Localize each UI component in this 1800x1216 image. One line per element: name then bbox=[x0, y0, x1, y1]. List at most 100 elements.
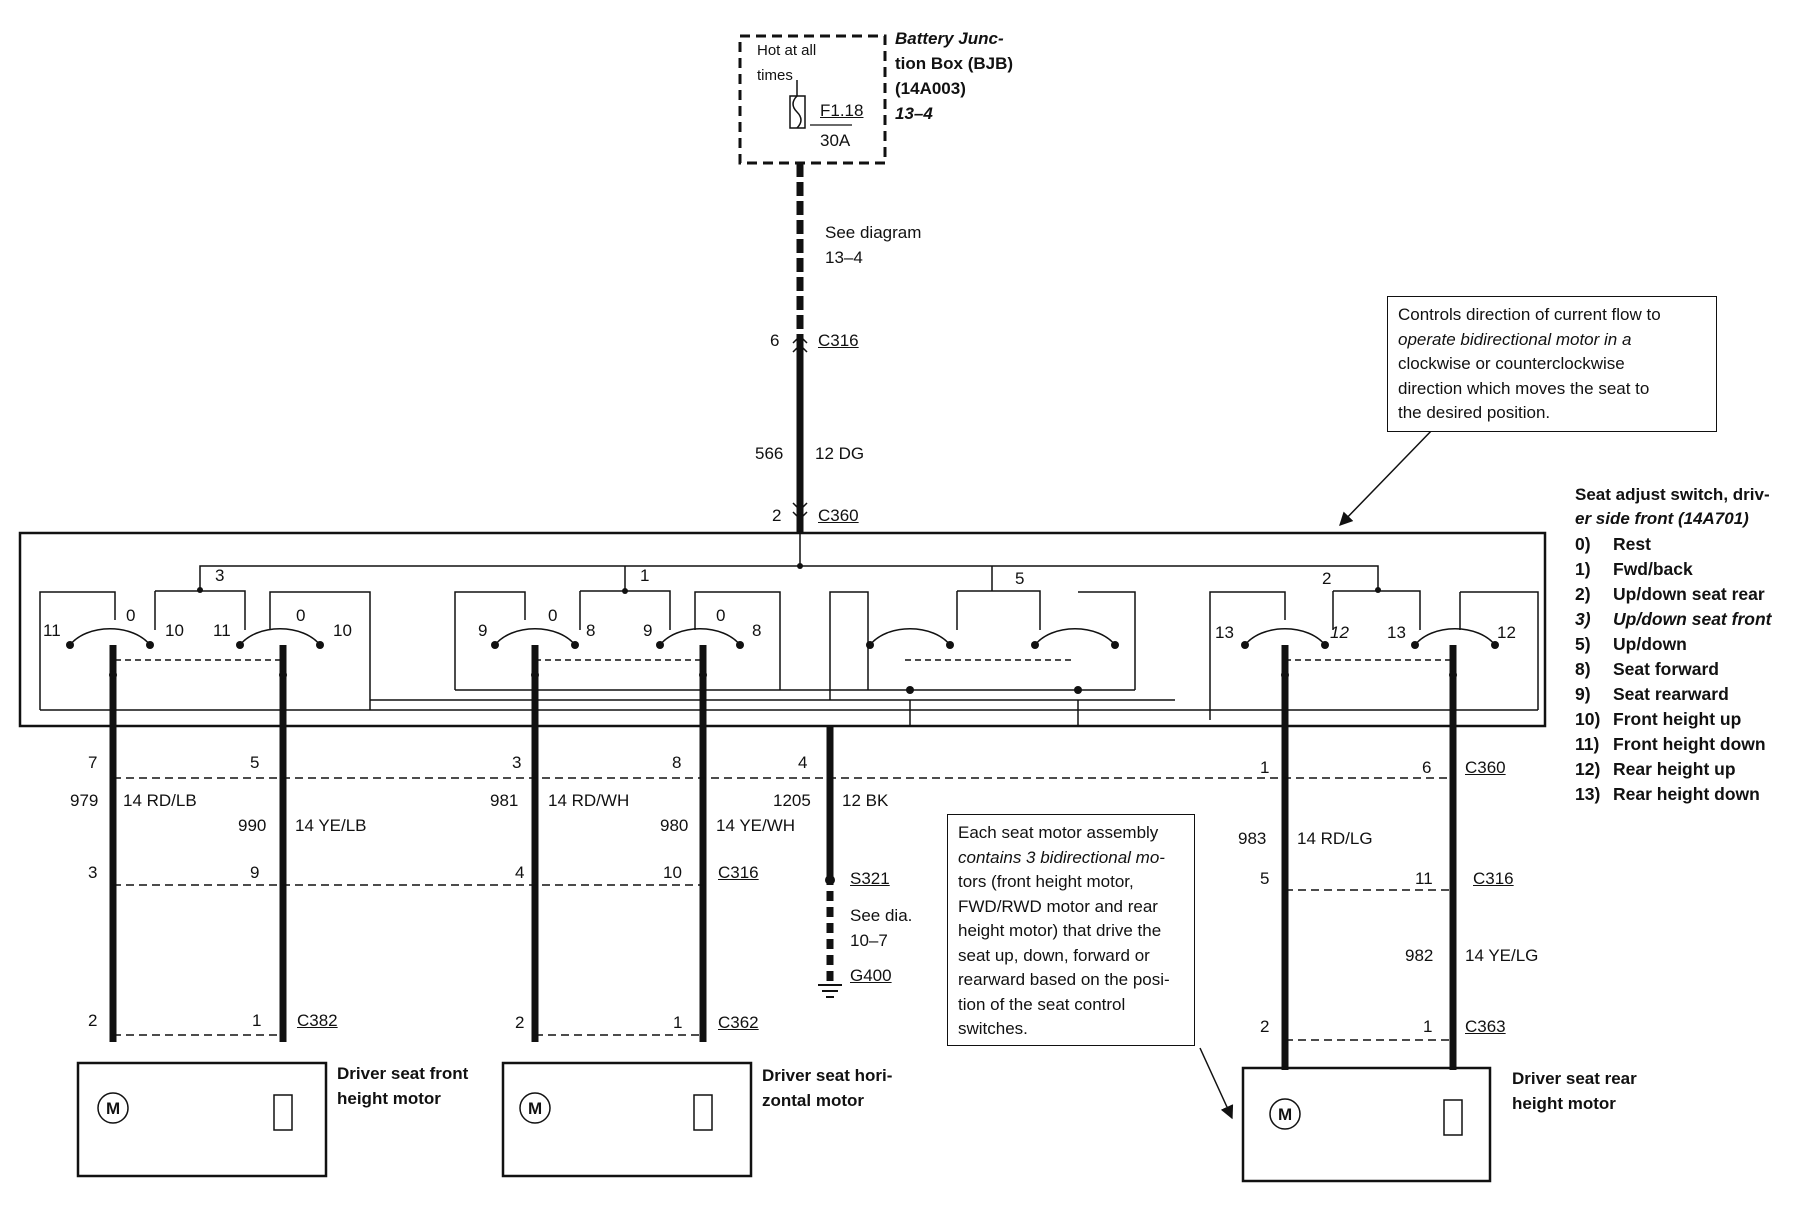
switch-title-2: er side front (14A701) bbox=[1575, 509, 1749, 528]
seat-adjust-switch bbox=[18, 531, 1547, 728]
horizontal-motor bbox=[501, 1061, 753, 1178]
contact-label: 8 bbox=[752, 621, 762, 640]
motor-title-rear-2: height motor bbox=[1512, 1094, 1616, 1113]
c360-pin: 1 bbox=[1260, 758, 1270, 777]
c360-pin: 8 bbox=[672, 753, 682, 772]
switch-title: Seat adjust switch, driv- bbox=[1575, 485, 1770, 504]
wire-color: 12 BK bbox=[842, 791, 889, 810]
motor-symbol: M bbox=[528, 1099, 543, 1118]
fuse-amps: 30A bbox=[820, 131, 851, 150]
c360-pin-feed: 2 bbox=[772, 506, 782, 525]
hot-label-2: times bbox=[757, 67, 793, 84]
contact-label: 11 bbox=[43, 621, 61, 640]
wire-color: 14 YE/LB bbox=[295, 816, 367, 835]
c360-label: C360 bbox=[1465, 758, 1506, 777]
switch-legend: 0)Rest 1)Fwd/back 2)Up/down seat rear 3)… bbox=[1575, 534, 1772, 804]
contact-label: 12 bbox=[1330, 623, 1349, 642]
breaker-icon bbox=[693, 1094, 713, 1131]
c360-pin: 4 bbox=[798, 753, 808, 772]
contact-label: 0 bbox=[126, 606, 136, 625]
c360-pin: 3 bbox=[512, 753, 522, 772]
see-diagram: See diagram bbox=[825, 223, 922, 242]
front-height-motor bbox=[76, 1061, 328, 1178]
motor-title-front: Driver seat front bbox=[337, 1064, 469, 1083]
rear-height-motor bbox=[1241, 1066, 1492, 1183]
contact-label: 12 bbox=[1497, 623, 1516, 642]
c360-pin: 6 bbox=[1422, 758, 1432, 777]
circuit-number: 1205 bbox=[773, 791, 811, 810]
fuse-label: F1.18 bbox=[820, 101, 864, 120]
c316-label-right: C316 bbox=[1473, 869, 1514, 888]
motor-icon bbox=[97, 1092, 129, 1124]
bjb-part: (14A003) bbox=[895, 79, 966, 98]
c316-pin: 10 bbox=[663, 863, 682, 882]
c316-pin: 5 bbox=[1260, 869, 1270, 888]
see-dia: See dia. bbox=[850, 906, 913, 925]
motor-title-front-2: height motor bbox=[337, 1089, 441, 1108]
c360-pin: 7 bbox=[88, 753, 98, 772]
contact-label: 13 bbox=[1387, 623, 1406, 642]
motor-symbol: M bbox=[106, 1099, 121, 1118]
contact-label: 0 bbox=[296, 606, 306, 625]
c363-label: C363 bbox=[1465, 1017, 1506, 1036]
ground-label: G400 bbox=[850, 966, 892, 985]
circuit-number: 982 bbox=[1405, 946, 1434, 965]
motor-title-rear: Driver seat rear bbox=[1512, 1069, 1637, 1088]
motor-pin: 1 bbox=[252, 1011, 262, 1030]
c316-pin-feed: 6 bbox=[770, 331, 780, 350]
contact-label: 0 bbox=[548, 606, 558, 625]
motor-icon bbox=[1269, 1098, 1301, 1130]
c316-label-feed: C316 bbox=[818, 331, 859, 350]
c362-label: C362 bbox=[718, 1013, 759, 1032]
wire-color: 14 RD/LG bbox=[1297, 829, 1373, 848]
group-3: 3 bbox=[215, 566, 225, 585]
c316-pin: 11 bbox=[1415, 869, 1433, 888]
motor-icon bbox=[519, 1092, 551, 1124]
c360-label-feed: C360 bbox=[818, 506, 859, 525]
group-5: 5 bbox=[1015, 569, 1025, 588]
feed-wire: 12 DG bbox=[815, 444, 865, 463]
motor-title-horizontal-2: zontal motor bbox=[762, 1091, 864, 1110]
c360-pin: 5 bbox=[250, 753, 260, 772]
c316-pin: 9 bbox=[250, 863, 260, 882]
motor-pin: 1 bbox=[1423, 1017, 1433, 1036]
see-dia-ref: 10–7 bbox=[850, 931, 888, 950]
contact-label: 9 bbox=[478, 621, 488, 640]
breaker-icon bbox=[1443, 1099, 1463, 1136]
group-2: 2 bbox=[1322, 569, 1332, 588]
battery-junction-box bbox=[738, 34, 887, 165]
wire-color: 14 YE/WH bbox=[716, 816, 796, 835]
circuit-number: 983 bbox=[1238, 829, 1267, 848]
contact-label: 10 bbox=[333, 621, 352, 640]
motor-pin: 2 bbox=[1260, 1017, 1270, 1036]
c316-pin: 3 bbox=[88, 863, 98, 882]
circuit-number: 980 bbox=[660, 816, 689, 835]
wire-color: 14 RD/WH bbox=[548, 791, 630, 810]
motor-pin: 1 bbox=[673, 1013, 683, 1032]
breaker-icon bbox=[273, 1094, 293, 1131]
bjb-title-2: tion Box (BJB) bbox=[895, 54, 1014, 73]
circuit-number: 981 bbox=[490, 791, 519, 810]
group-1: 1 bbox=[640, 566, 650, 585]
contact-label: 8 bbox=[586, 621, 596, 640]
c316-pin: 4 bbox=[515, 863, 525, 882]
contact-label: 11 bbox=[213, 621, 231, 640]
motor-pin: 2 bbox=[515, 1013, 525, 1032]
bjb-title: Battery Junc- bbox=[895, 29, 1004, 48]
ground-icon bbox=[818, 984, 842, 998]
wire-color: 14 YE/LG bbox=[1465, 946, 1539, 965]
contact-label: 9 bbox=[643, 621, 653, 640]
wire-color: 14 RD/LB bbox=[123, 791, 197, 810]
see-diagram-ref: 13–4 bbox=[825, 248, 863, 267]
contact-label: 0 bbox=[716, 606, 726, 625]
contact-label: 13 bbox=[1215, 623, 1234, 642]
contact-label: 10 bbox=[165, 621, 184, 640]
motor-pin: 2 bbox=[88, 1011, 98, 1030]
bjb-ref: 13–4 bbox=[895, 104, 933, 123]
c316-label: C316 bbox=[718, 863, 759, 882]
motor-title-horizontal: Driver seat hori- bbox=[762, 1066, 893, 1085]
c382-label: C382 bbox=[297, 1011, 338, 1030]
